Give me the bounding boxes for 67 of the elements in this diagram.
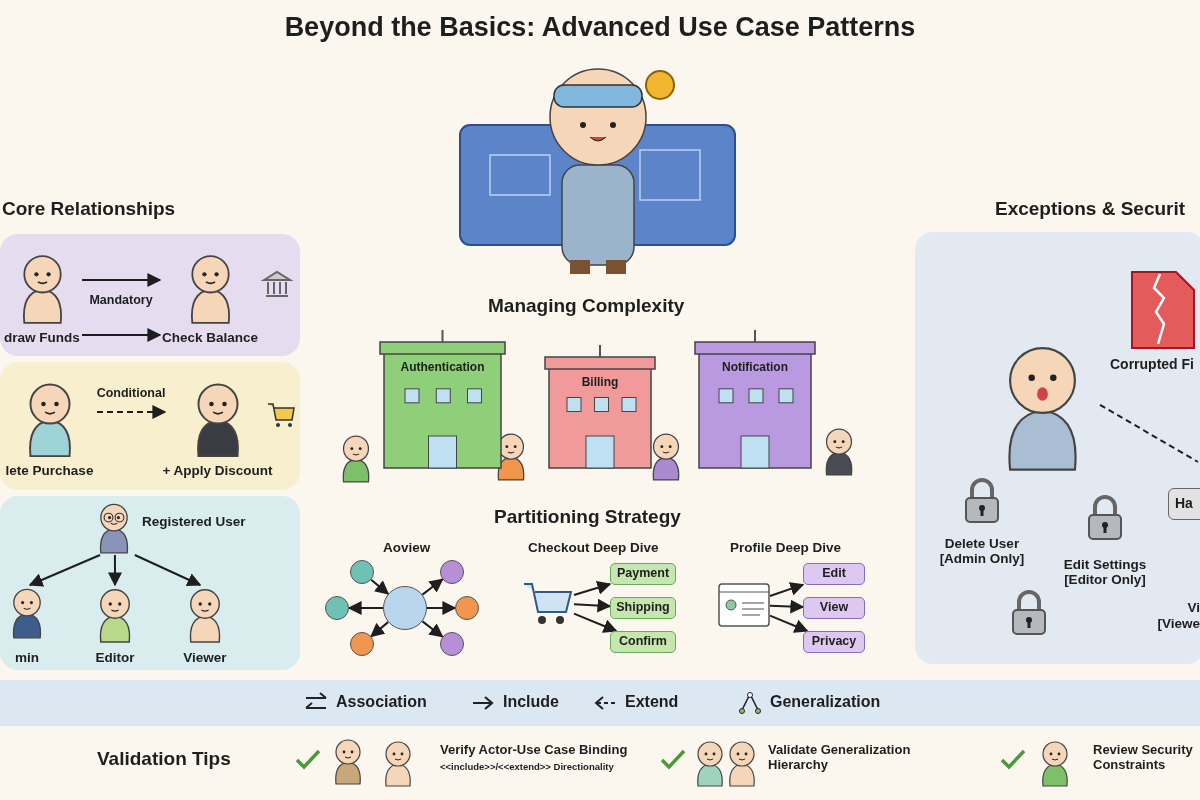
actor-label: + Apply Discount xyxy=(161,463,274,478)
legend-label: Association xyxy=(336,693,427,711)
arrow xyxy=(347,601,384,615)
tip-text: Verify Actor-Use Case Binding xyxy=(440,743,628,758)
permission-label: Edit Settings [Editor Only] xyxy=(1062,557,1148,587)
use-case-pill: Shipping xyxy=(610,597,676,619)
legend-label: Extend xyxy=(625,693,679,711)
building-label: Notification xyxy=(721,360,789,374)
tip-note: <<include>>/<<extend>> Directionality xyxy=(440,762,614,773)
arrow xyxy=(426,601,457,615)
actor-label: Editor xyxy=(94,650,136,665)
actor-label: min xyxy=(14,650,40,665)
section-heading: Exceptions & Securit xyxy=(995,198,1186,220)
arrow xyxy=(370,578,390,595)
file-label: Corrupted Fi xyxy=(1110,356,1194,372)
arrow xyxy=(81,328,162,342)
actor-label: Viewer xyxy=(182,650,228,665)
permission-label: Delete User [Admin Only] xyxy=(938,536,1026,566)
subsection-heading: Aoview xyxy=(383,540,431,556)
arrow xyxy=(370,621,390,638)
use-case-circle xyxy=(440,632,464,656)
arrow xyxy=(769,614,809,633)
arrow xyxy=(421,620,444,638)
actor-label: Registered User xyxy=(142,514,246,529)
arrow xyxy=(573,581,612,597)
page-title: Beyond the Basics: Advanced Use Case Patterns xyxy=(283,12,917,43)
use-case-circle xyxy=(440,560,464,584)
arrow xyxy=(96,405,167,419)
building-label: Authentication xyxy=(399,360,486,374)
use-case-circle xyxy=(383,586,427,630)
arrow xyxy=(133,554,202,587)
section-heading: Core Relationships xyxy=(2,198,176,220)
subsection-heading: Profile Deep Dive xyxy=(730,540,842,556)
arrow xyxy=(769,582,805,598)
section-heading: Managing Complexity xyxy=(488,295,685,317)
arrow xyxy=(769,599,805,614)
tip-text: Validate Generalization Hierarchy xyxy=(768,743,912,773)
use-case-circle xyxy=(455,596,479,620)
arrow xyxy=(421,578,444,596)
use-case-circle xyxy=(350,560,374,584)
arrow xyxy=(573,612,618,633)
section-heading: Validation Tips xyxy=(97,748,231,770)
use-case-pill: View xyxy=(803,597,865,619)
actor-label: Check Balance xyxy=(160,330,260,345)
use-case-pill: Payment xyxy=(610,563,676,585)
arrow xyxy=(573,598,612,613)
actor-label: draw Funds xyxy=(3,330,81,345)
legend-label: Generalization xyxy=(770,693,881,711)
edge-label: Conditional xyxy=(95,386,167,400)
use-case-box: Ha xyxy=(1168,488,1200,520)
arrow xyxy=(81,273,162,287)
edge-label: Mandatory xyxy=(88,293,154,307)
arrow xyxy=(108,554,122,587)
permission-label: Vi [Viewe xyxy=(1156,600,1200,632)
actor-label: lete Purchase xyxy=(4,463,95,478)
use-case-circle xyxy=(325,596,349,620)
legend-label: Include xyxy=(503,693,559,711)
use-case-pill: Confirm xyxy=(610,631,676,653)
use-case-circle xyxy=(350,632,374,656)
section-heading: Partitioning Strategy xyxy=(494,506,681,528)
building-label: Billing xyxy=(580,375,620,389)
tip-text: Review Security Constraints xyxy=(1093,743,1194,773)
use-case-pill: Edit xyxy=(803,563,865,585)
subsection-heading: Checkout Deep Dive xyxy=(528,540,659,556)
connector-line xyxy=(1099,403,1199,463)
use-case-pill: Privacy xyxy=(803,631,865,653)
arrow xyxy=(28,554,101,587)
